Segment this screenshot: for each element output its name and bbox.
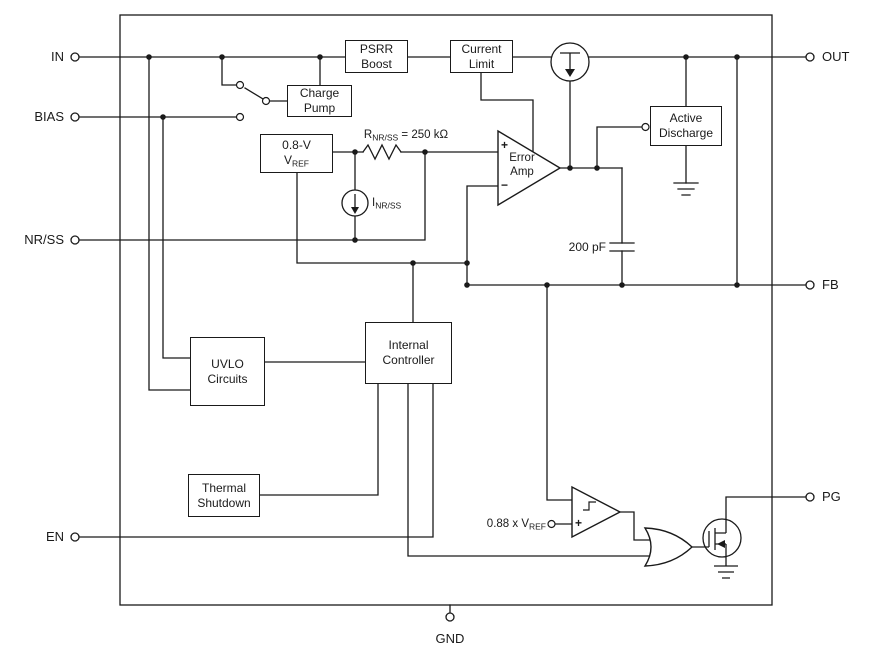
block-label: Shutdown [197, 495, 251, 510]
error-amp-triangle [497, 129, 562, 207]
pin-en [70, 532, 80, 542]
wire-nr-ss [78, 151, 426, 241]
wire-comparator-to-or [619, 511, 653, 541]
pin-pg [805, 492, 815, 502]
block-internal-controller: Internal Controller [365, 322, 452, 384]
block-label: Pump [303, 101, 336, 115]
active-discharge-bubble [641, 122, 650, 132]
pin-label-nr-ss: NR/SS [24, 232, 64, 247]
block-label: Thermal [201, 480, 246, 495]
wire-controller-to-or [407, 383, 653, 557]
pin-label-fb: FB [822, 277, 839, 292]
device-border [119, 14, 773, 606]
nr-ss-current-source [341, 189, 369, 217]
nr-ss-resistor-label: RNR/SS = 250 kΩ [363, 129, 449, 143]
block-label: Current [461, 41, 502, 56]
block-label: 0.8-V [282, 138, 311, 153]
wire-in-to-uvlo [148, 56, 191, 391]
pin-label-out: OUT [822, 49, 850, 64]
block-label: Limit [468, 56, 495, 71]
pin-label-gnd: GND [435, 631, 465, 646]
error-amp-label: Error Amp [509, 152, 535, 178]
error-amp-minus: − [501, 178, 509, 192]
junction-dots [146, 54, 740, 288]
block-uvlo: UVLO Circuits [190, 337, 265, 406]
pin-label-en: EN [45, 529, 64, 544]
wire-vref-to-node [296, 172, 468, 264]
block-charge-pump: Charge Pump [287, 85, 352, 117]
block-label: Active [669, 111, 703, 126]
switch-throw-bias [235, 112, 245, 122]
block-label: Controller [382, 353, 435, 367]
wire-fb [466, 185, 807, 286]
wire-current-limit [480, 71, 534, 153]
block-label: PSRR [359, 41, 394, 56]
block-psrr-boost: PSRR Boost [345, 40, 408, 73]
block-label: Boost [361, 56, 392, 71]
circuit-wires [78, 14, 807, 614]
switch-common [261, 96, 271, 106]
wire-en [78, 383, 434, 538]
block-label: Circuits [207, 371, 248, 386]
error-amp-plus: + [501, 138, 509, 152]
input-select-switch [235, 80, 271, 122]
block-label: VREF [283, 152, 309, 169]
wire-to-active-discharge [596, 126, 643, 169]
pin-label-in: IN [51, 49, 64, 64]
block-label: UVLO [211, 356, 244, 371]
block-thermal-shutdown: Thermal Shutdown [188, 474, 260, 517]
block-current-limit: Current Limit [450, 40, 513, 73]
wire-in-to-switch [221, 56, 237, 86]
wire-thermal-to-controller [259, 383, 379, 496]
ground-symbol-pg [714, 565, 738, 579]
pg-mosfet-symbol [692, 496, 806, 579]
pin-terminals [70, 52, 815, 622]
ground-symbol-discharge [673, 182, 699, 196]
wire-fb-to-comparator [546, 284, 575, 501]
pin-out [805, 52, 815, 62]
pin-label-pg: PG [822, 489, 841, 504]
comparator-plus: + [575, 516, 583, 530]
nr-ss-resistor [362, 143, 402, 161]
hysteresis-icon [583, 501, 596, 511]
nr-ss-current-label: INR/SS [372, 197, 402, 211]
pin-bias [70, 112, 80, 122]
block-vref: 0.8-V VREF [260, 134, 333, 173]
block-label: Internal [388, 338, 429, 353]
block-label: Discharge [658, 126, 714, 140]
block-label: Charge [299, 86, 340, 101]
pg-threshold-label: 0.88 x VREF [486, 518, 546, 532]
feedforward-cap-label: 200 pF [568, 240, 606, 254]
pin-in [70, 52, 80, 62]
threshold-source-circle [547, 519, 556, 529]
pg-comparator-triangle [571, 485, 622, 539]
block-active-discharge: Active Discharge [650, 106, 722, 146]
pin-label-bias: BIAS [34, 109, 64, 124]
pin-nr-ss [70, 235, 80, 245]
or-gate [643, 527, 694, 567]
pass-fet-symbol [550, 42, 590, 82]
wire-switch-arm [244, 87, 264, 100]
switch-throw-in [235, 80, 245, 90]
pin-fb [805, 280, 815, 290]
wire-bias-to-uvlo [162, 116, 191, 359]
pin-gnd [445, 612, 455, 622]
